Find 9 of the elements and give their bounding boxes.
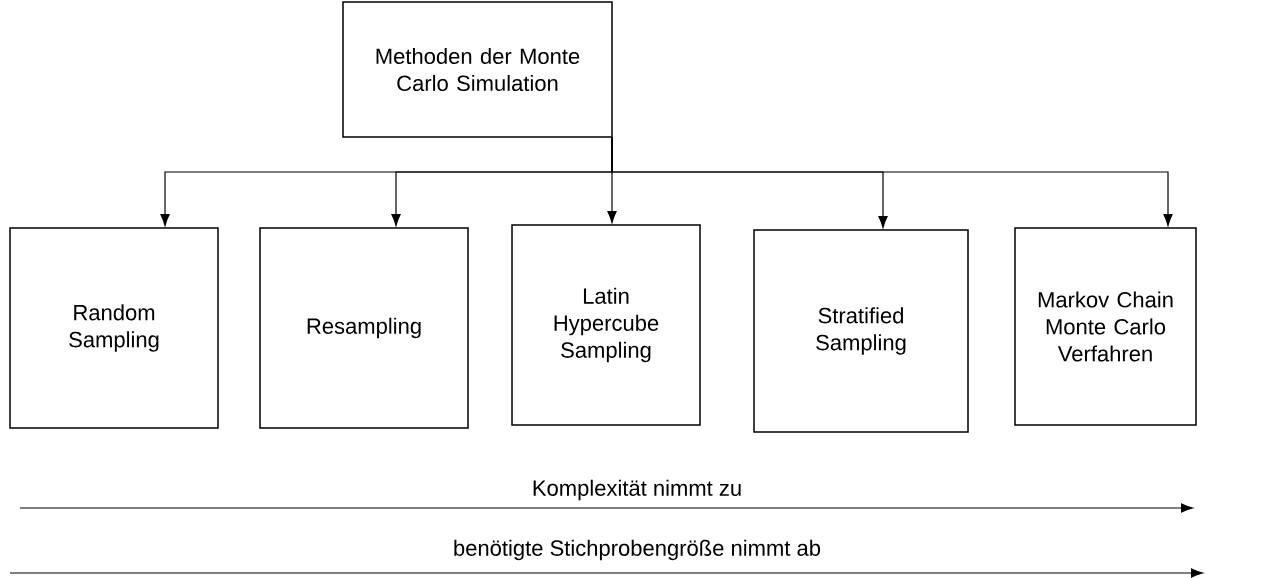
process-box: Markov Chain Monte Carlo Verfahren (1014, 227, 1197, 426)
axis-label: benötigte Stichprobengröße nimmt ab (454, 539, 821, 561)
process-box: Random Sampling (9, 227, 219, 429)
process-box: Resampling (259, 227, 469, 429)
axis-label: Komplexität nimmt zu (533, 479, 741, 501)
process-box: Stratified Sampling (753, 229, 969, 433)
process-box: Methoden der Monte Carlo Simulation (342, 1, 613, 138)
arrow (611, 136, 1173, 226)
process-box: Latin Hypercube Sampling (511, 224, 701, 426)
